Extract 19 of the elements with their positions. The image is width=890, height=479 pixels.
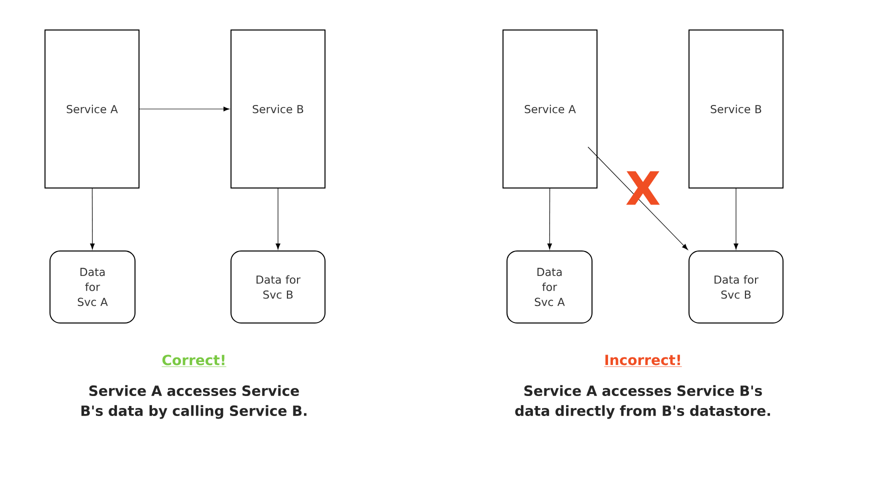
service-box: Service B (230, 30, 326, 188)
arrow (139, 106, 230, 112)
heading: Correct! (162, 354, 226, 367)
datastore-box: Data for Svc A (50, 250, 136, 324)
datastore-box: Data for Svc A (506, 250, 592, 324)
description: Service A accesses Service B's data directly from B's datastore. (515, 385, 770, 419)
heading: Incorrect! (604, 354, 682, 367)
arrow (276, 188, 280, 250)
service-box: Service A (44, 30, 140, 188)
datastore-box: Data for Svc B (688, 250, 784, 324)
arrow (734, 188, 738, 250)
cross-mark: X (626, 171, 660, 205)
description: Service A accesses Service B's data by calling Service B. (81, 385, 306, 419)
arrow (588, 146, 688, 250)
datastore-box: Data for Svc B (230, 250, 326, 324)
service-box: Service B (688, 30, 784, 188)
arrow (90, 188, 95, 250)
service-box: Service A (502, 30, 598, 188)
arrow (547, 188, 552, 250)
